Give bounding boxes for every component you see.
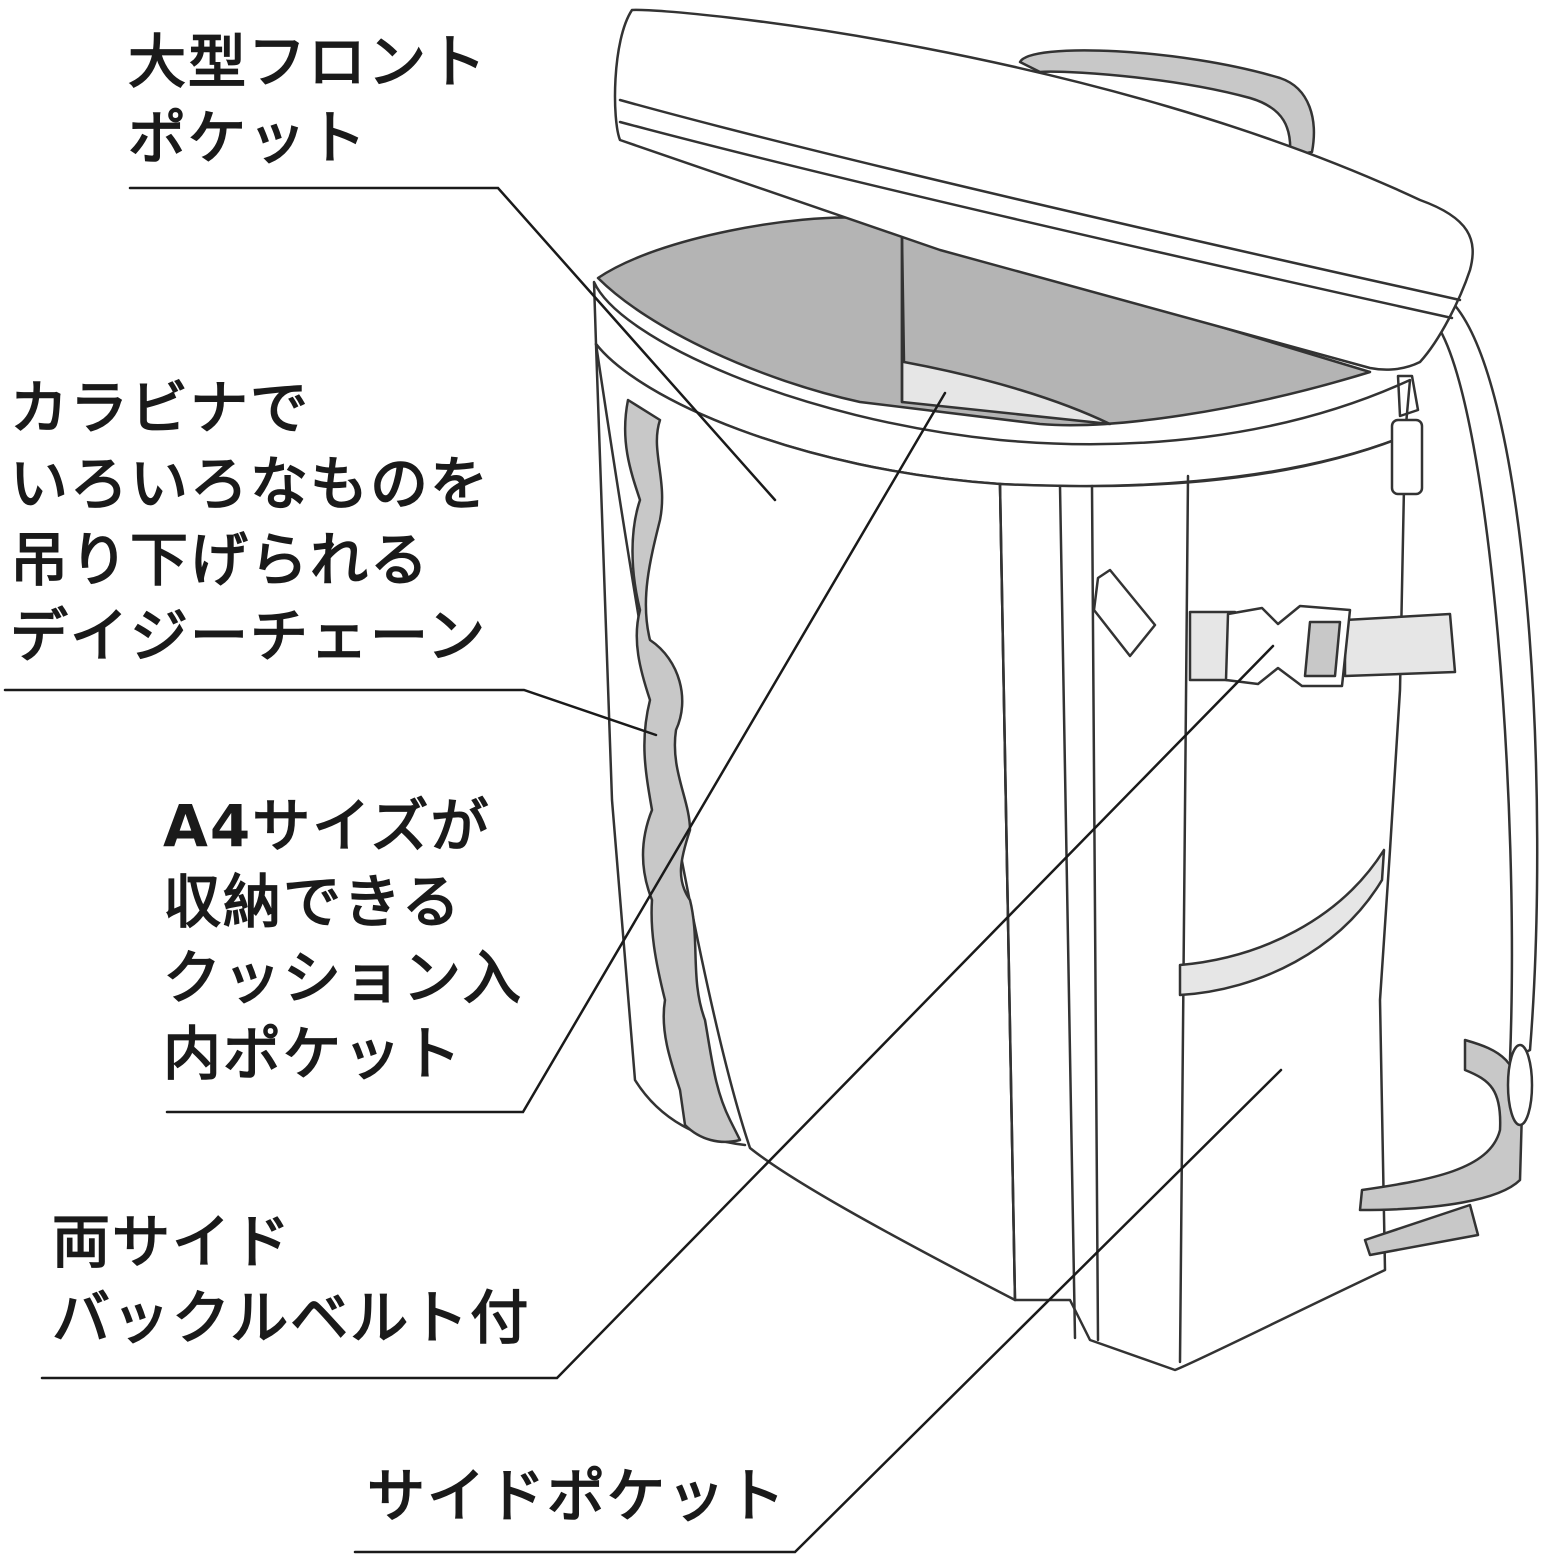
callout-front-pocket: 大型フロント ポケット [128, 24, 488, 176]
leader-front-pocket [128, 186, 777, 502]
callout-line: 吊り下げられる [10, 526, 431, 594]
daisy-chain [623, 398, 742, 1144]
callout-line: 収納できる [163, 868, 462, 936]
inner-pocket [900, 234, 1112, 426]
callout-line: A4サイズが [163, 792, 491, 860]
callout-line: デイジーチェーン [10, 602, 488, 670]
shoulder-strap [1438, 298, 1539, 1062]
carry-handle [1018, 49, 1316, 158]
callout-buckle-belt: 両サイド バックルベルト付 [52, 1204, 530, 1356]
callout-line: 大型フロント [128, 28, 489, 96]
side-pocket [1178, 848, 1386, 997]
callout-line: サイドポケット [367, 1462, 788, 1530]
callout-line: カラビナで [10, 374, 311, 442]
strap-end [1363, 1203, 1480, 1257]
callout-line: いろいろなものを [10, 450, 491, 518]
zipper-pull [1396, 374, 1420, 418]
callout-inner-pocket: A4サイズが 収納できる クッション入 内ポケット [163, 788, 523, 1092]
callout-line: クッション入 [163, 944, 524, 1012]
callout-line: バックルベルト付 [52, 1284, 531, 1352]
callout-line: ポケット [128, 104, 369, 172]
callout-daisy-chain: カラビナで いろいろなものを 吊り下げられる デイジーチェーン [10, 370, 490, 674]
leader-side-pocket [353, 1068, 1283, 1554]
bag-lid [613, 8, 1474, 371]
leader-inner-pocket [165, 391, 947, 1114]
bag-interior [596, 216, 1372, 427]
callout-side-pocket: サイドポケット [367, 1458, 787, 1534]
front-tab [1092, 568, 1157, 658]
leader-daisy-chain [3, 688, 658, 737]
leader-buckle-belt [40, 644, 1275, 1380]
side-belt-right [1343, 612, 1457, 678]
callout-line: 内ポケット [163, 1020, 464, 1088]
callout-line: 両サイド [52, 1208, 293, 1276]
